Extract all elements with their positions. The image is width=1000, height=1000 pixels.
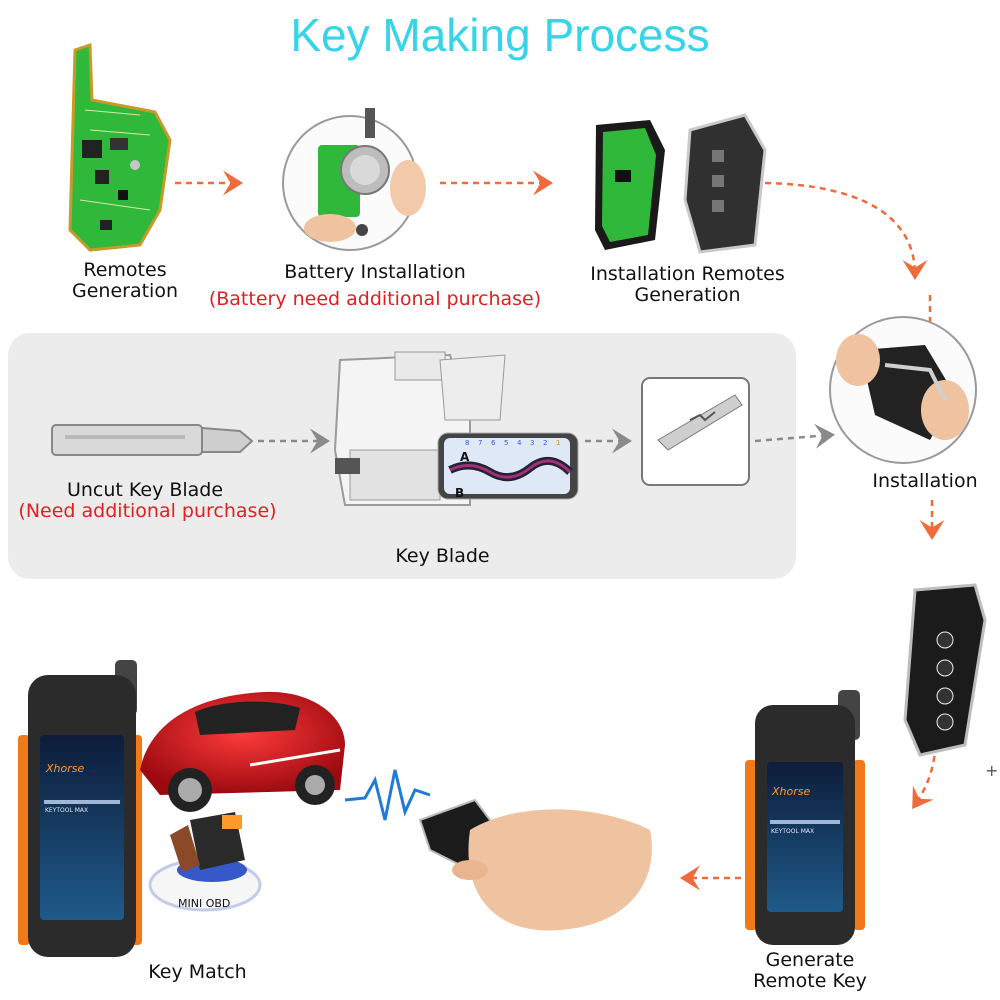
installation-image — [829, 316, 977, 464]
blade-mark: 6 — [491, 439, 496, 447]
arrow-3 — [764, 181, 928, 280]
finished-remote-image — [903, 583, 987, 757]
blade-mark: 7 — [478, 439, 482, 447]
label-uncut-note: (Need additional purchase) — [18, 500, 277, 522]
hand-remote-image — [418, 798, 652, 931]
label-battery-installation: Battery Installation — [284, 261, 466, 283]
car-image — [140, 691, 345, 812]
blade-mark: 3 — [530, 439, 534, 447]
label-line: Generate — [765, 949, 855, 971]
label-line: Generation — [72, 280, 178, 302]
cut-blade-image — [641, 377, 750, 486]
uncut-blade-image — [51, 424, 254, 456]
blade-mark: 2 — [543, 439, 547, 447]
obd-label: MINI OBD — [178, 897, 230, 910]
label-installation: Installation — [872, 470, 978, 492]
device-brand: Xhorse — [45, 762, 84, 775]
label-generate-remote: Generate Remote Key — [740, 950, 880, 992]
blade-mark: 4 — [517, 439, 522, 447]
page-title: Key Making Process — [290, 9, 710, 61]
label-key-match: Key Match — [148, 961, 247, 983]
arrow-blade-3 — [754, 423, 835, 449]
cutting-machine-image — [333, 351, 506, 506]
device-model: KEYTOOL MAX — [45, 807, 88, 814]
blade-chart — [437, 432, 579, 500]
label-line: Generation — [634, 284, 741, 306]
label-installation-remotes: Installation Remotes Generation — [580, 264, 795, 306]
blade-mark: 8 — [465, 439, 469, 447]
label-key-blade: Key Blade — [395, 545, 490, 567]
mini-obd-image — [148, 812, 262, 912]
remote-shell-image — [595, 113, 767, 254]
battery-image — [282, 108, 426, 251]
pcb-image — [68, 42, 172, 252]
label-remotes-generation: Remotes Generation — [60, 260, 190, 302]
blade-row-b: B — [455, 486, 464, 500]
keytool-device-right — [745, 690, 865, 945]
device-brand: Xhorse — [771, 785, 810, 798]
label-uncut-blade: Uncut Key Blade — [66, 479, 224, 501]
arrow-6 — [912, 744, 937, 810]
device-model: KEYTOOL MAX — [771, 828, 814, 835]
label-line: Installation Remotes — [590, 263, 785, 285]
keytool-device-left — [18, 660, 142, 957]
plus-icon: + — [985, 761, 998, 780]
label-line: Remote Key — [753, 970, 867, 992]
blade-row-a: A — [460, 450, 470, 464]
label-line: Remotes — [83, 259, 167, 281]
blade-mark: 5 — [504, 439, 508, 447]
signal-wave-icon — [344, 769, 431, 821]
blade-mark: 1 — [556, 439, 560, 447]
label-battery-note: (Battery need additional purchase) — [208, 288, 542, 310]
